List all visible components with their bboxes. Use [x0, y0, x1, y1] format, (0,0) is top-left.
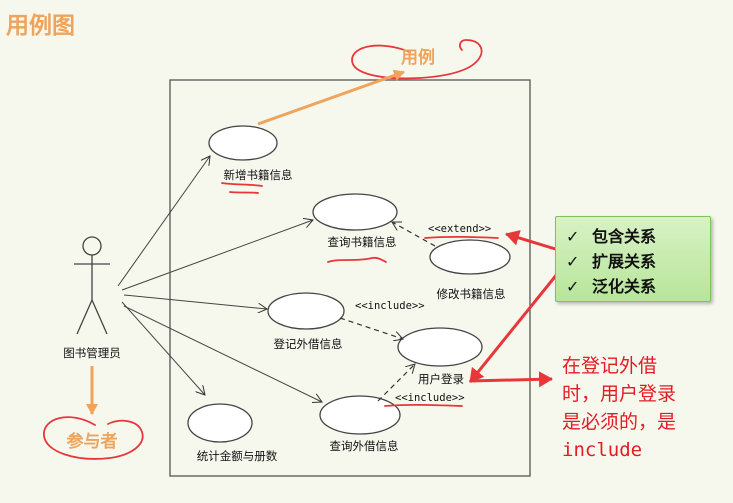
legend-item-extend: ✓扩展关系 — [566, 252, 657, 271]
usecase-statistics — [187, 403, 253, 443]
usecase-query-book-info — [312, 193, 398, 231]
note-line: 是必须的，是 — [562, 411, 677, 433]
orange-arrow-use-case — [257, 69, 405, 126]
label-query-lending: 查询外借信息 — [330, 439, 399, 453]
actor-figure — [74, 236, 110, 335]
assoc-statistics — [121, 301, 205, 395]
include-explanation-note: 在登记外借 时，用户登录 是必须的，是 include — [562, 352, 722, 464]
stereotype-include-query: <<include>> — [395, 392, 465, 404]
label-add-book-info: 新增书籍信息 — [224, 168, 293, 182]
actor-name: 图书管理员 — [63, 346, 121, 360]
label-register-lending: 登记外借信息 — [274, 337, 343, 351]
relationship-legend: ✓包含关系 ✓扩展关系 ✓泛化关系 — [555, 216, 711, 302]
usecase-modify-book-info — [429, 239, 511, 275]
note-line: 时，用户登录 — [562, 383, 677, 405]
system-boundary — [169, 79, 531, 477]
stereotype-extend: <<extend>> — [428, 223, 491, 235]
label-query-book-info: 查询书籍信息 — [328, 235, 397, 249]
check-icon: ✓ — [566, 277, 580, 296]
circle-actor-callout — [43, 416, 144, 460]
red-arrow-to-include — [468, 267, 564, 383]
assoc-query-lending — [123, 305, 322, 402]
red-arrow-to-note — [469, 371, 553, 388]
underline-add-book-2 — [229, 191, 259, 194]
circle-use-case-callout — [351, 39, 483, 80]
callout-use-case: 用例 — [401, 47, 435, 68]
label-statistics: 统计金额与册数 — [197, 449, 278, 463]
underline-query-book — [327, 256, 387, 263]
include-arrow-register — [339, 317, 403, 339]
page-title: 用例图 — [6, 13, 75, 39]
usecase-query-lending — [319, 395, 401, 435]
label-modify-book-info: 修改书籍信息 — [437, 287, 506, 301]
usecase-register-lending — [267, 292, 345, 330]
note-line: include — [562, 439, 643, 461]
label-user-login: 用户登录 — [418, 372, 464, 386]
legend-item-generalization: ✓泛化关系 — [566, 277, 657, 296]
check-icon: ✓ — [566, 252, 580, 271]
assoc-query-book — [121, 220, 313, 291]
assoc-register-lending — [123, 294, 267, 309]
underline-include-query — [384, 403, 463, 407]
note-line: 在登记外借 — [562, 355, 658, 377]
legend-item-include: ✓包含关系 — [566, 227, 657, 246]
underline-extend — [424, 235, 499, 239]
check-icon: ✓ — [566, 227, 580, 246]
stereotype-include-register: <<include>> — [355, 300, 425, 312]
usecase-user-login — [397, 327, 483, 367]
usecase-add-book-info — [208, 125, 278, 161]
assoc-add-book — [117, 156, 210, 287]
underline-add-book — [221, 182, 263, 187]
callout-actor: 参与者 — [67, 431, 118, 452]
